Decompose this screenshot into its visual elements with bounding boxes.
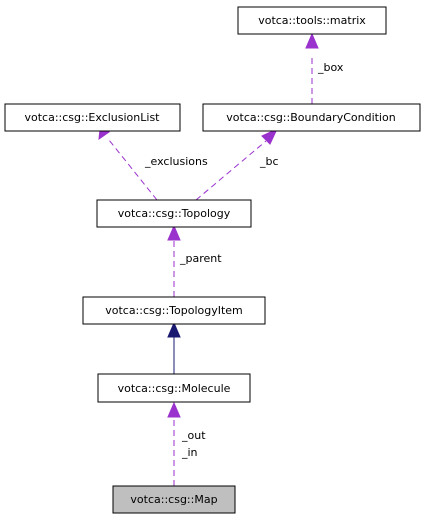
node-topology-item[interactable]: votca::csg::TopologyItem — [82, 296, 266, 325]
edge-label-exclusions: _exclusions — [144, 155, 208, 168]
edge-label-parent: _parent — [179, 252, 222, 265]
node-molecule[interactable]: votca::csg::Molecule — [97, 373, 251, 403]
edge-parent: _parent — [167, 224, 222, 297]
svg-text:votca::csg::TopologyItem: votca::csg::TopologyItem — [105, 304, 243, 317]
node-topology[interactable]: votca::csg::Topology — [96, 199, 252, 228]
edge-bc: _bc — [195, 127, 279, 201]
edge-label-in: _in — [181, 446, 198, 459]
svg-text:votca::csg::ExclusionList: votca::csg::ExclusionList — [25, 111, 161, 124]
svg-text:votca::csg::Topology: votca::csg::Topology — [118, 207, 231, 220]
node-boundary-condition[interactable]: votca::csg::BoundaryCondition — [202, 103, 421, 132]
edge-label-box: _box — [317, 61, 344, 74]
edge-exclusions: _exclusions — [98, 128, 208, 201]
node-matrix[interactable]: votca::tools::matrix — [237, 6, 387, 35]
edge-out-in: _out _in — [167, 401, 206, 486]
svg-text:votca::csg::BoundaryCondition: votca::csg::BoundaryCondition — [226, 111, 395, 124]
svg-text:votca::csg::Map: votca::csg::Map — [130, 493, 217, 506]
edge-label-out: _out — [181, 429, 206, 442]
node-map: votca::csg::Map — [112, 485, 236, 514]
edge-inheritance — [167, 321, 181, 374]
edge-box: _box — [305, 32, 344, 104]
svg-text:votca::tools::matrix: votca::tools::matrix — [258, 14, 366, 27]
svg-text:votca::csg::Molecule: votca::csg::Molecule — [118, 382, 231, 395]
node-exclusion-list[interactable]: votca::csg::ExclusionList — [4, 103, 181, 132]
edge-label-bc: _bc — [259, 155, 279, 168]
